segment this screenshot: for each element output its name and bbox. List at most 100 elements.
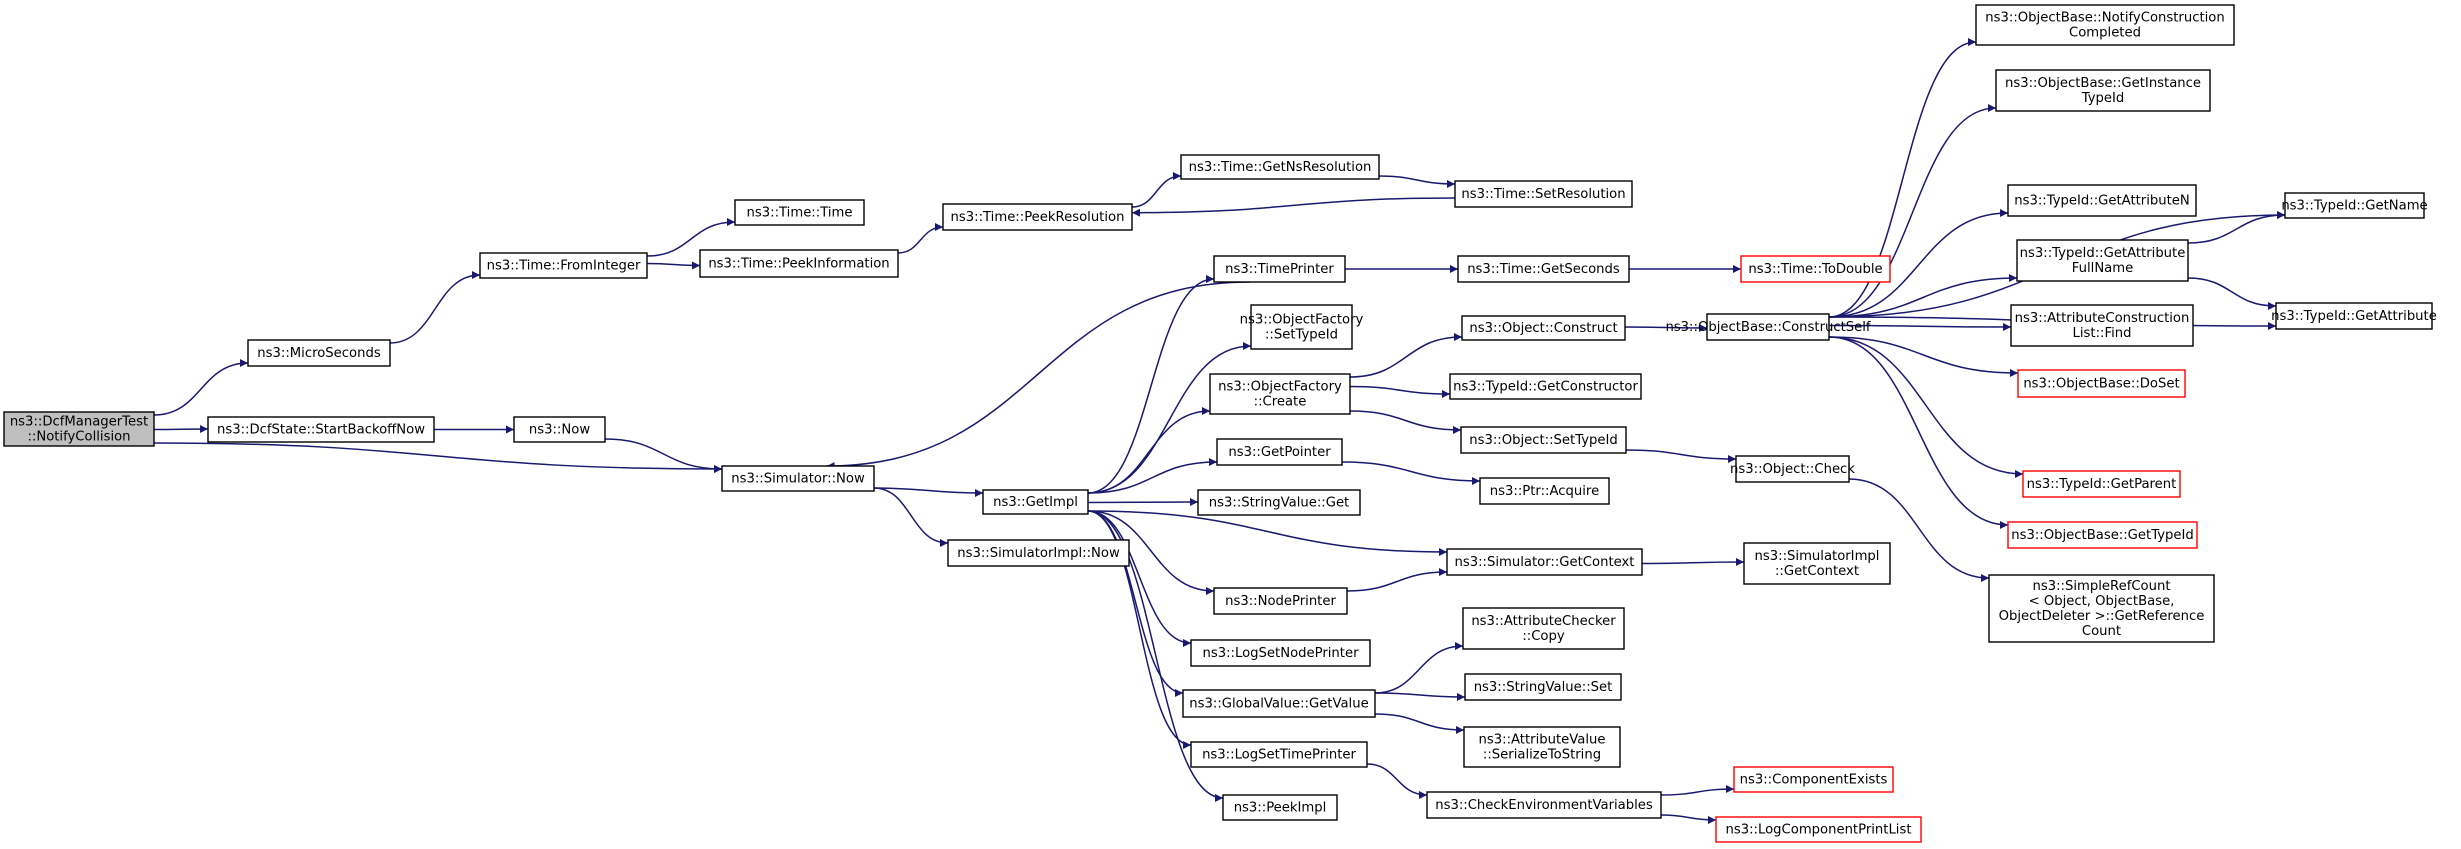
node-attrchecker_copy[interactable]: ns3::AttributeChecker::Copy [1462, 607, 1625, 650]
edge-path [1625, 449, 1737, 463]
node-box [1426, 791, 1662, 819]
node-ns3now[interactable]: ns3::Now [513, 416, 606, 443]
node-peekinfo[interactable]: ns3::Time::PeekInformation [699, 249, 899, 278]
node-obj_check[interactable]: ns3::Object::Check [1730, 455, 1855, 483]
node-label: ns3::MicroSeconds [257, 346, 381, 361]
node-notifyconstruction[interactable]: ns3::ObjectBase::NotifyConstructionCompl… [1975, 4, 2235, 46]
node-stringvalue_set[interactable]: ns3::StringValue::Set [1464, 673, 1622, 701]
edge-getimpl-to-gv_getvalue [1087, 510, 1184, 697]
node-box [721, 465, 875, 492]
node-getimpl[interactable]: ns3::GetImpl [982, 489, 1089, 515]
node-of_create[interactable]: ns3::ObjectFactory::Create [1209, 373, 1351, 415]
node-label: ::Copy [1522, 629, 1565, 644]
node-typeid_getname[interactable]: ns3::TypeId::GetName [2281, 192, 2428, 219]
edge-getimpl-to-logsettimeprinter [1087, 510, 1192, 749]
node-checkenv[interactable]: ns3::CheckEnvironmentVariables [1426, 791, 1662, 819]
node-label: ns3::TypeId::GetName [2281, 198, 2427, 213]
node-box [1988, 574, 2215, 643]
edge-path [1828, 336, 2009, 529]
node-typeid_getconstructor[interactable]: ns3::TypeId::GetConstructor [1449, 373, 1642, 400]
node-getattributen[interactable]: ns3::TypeId::GetAttributeN [2007, 184, 2197, 217]
node-box [1209, 373, 1351, 415]
node-label: ns3::ObjectFactory [1218, 379, 1342, 394]
node-frominteger[interactable]: ns3::Time::FromInteger [479, 252, 648, 279]
edge-getpointer-to-ptr_acquire [1341, 461, 1481, 485]
edge-getimpl-to-nodeprinter [1087, 510, 1215, 595]
node-objectbase_gettypeid[interactable]: ns3::ObjectBase::GetTypeId [2007, 521, 2198, 549]
edge-constructself-to-getinstancetypeid [1828, 104, 1997, 318]
node-logcomponentprintlist[interactable]: ns3::LogComponentPrintList [1715, 816, 1922, 843]
node-sim_now[interactable]: ns3::Simulator::Now [721, 465, 875, 492]
node-simplerefcount[interactable]: ns3::SimpleRefCount< Object, ObjectBase,… [1988, 574, 2215, 643]
node-logsettimeprinter[interactable]: ns3::LogSetTimePrinter [1190, 741, 1368, 768]
edge-path [873, 487, 984, 497]
edge-path [1087, 510, 1448, 556]
edge-path [1087, 510, 1192, 647]
node-ptr_acquire[interactable]: ns3::Ptr::Acquire [1479, 477, 1610, 505]
node-label: ns3::Time::PeekInformation [708, 256, 889, 271]
node-simimpl_now[interactable]: ns3::SimulatorImpl::Now [947, 539, 1130, 567]
edge-sim_now-to-getimpl [873, 487, 984, 497]
node-label: ns3::Now [529, 422, 590, 437]
node-box [2017, 369, 2186, 398]
node-sim_getcontext[interactable]: ns3::Simulator::GetContext [1446, 548, 1643, 576]
node-box [734, 199, 865, 226]
node-label: ::NotifyCollision [27, 429, 130, 444]
node-gv_getvalue[interactable]: ns3::GlobalValue::GetValue [1182, 689, 1376, 718]
node-label: ns3::ObjectBase::GetTypeId [2011, 528, 2194, 543]
node-label: ns3::TypeId::GetAttributeN [2014, 193, 2190, 208]
node-typeid_getattribute[interactable]: ns3::TypeId::GetAttribute [2271, 302, 2437, 330]
node-box [1182, 689, 1376, 718]
edge-getimpl-to-getpointer [1087, 458, 1218, 494]
edge-constructself-to-getparent [1828, 336, 2024, 478]
edge-path [1828, 104, 1997, 318]
edge-getimpl-to-of_settypeid [1087, 342, 1252, 494]
node-getpointer[interactable]: ns3::GetPointer [1216, 438, 1343, 466]
node-box [1740, 255, 1891, 283]
edge-path [1641, 558, 1745, 567]
node-of_settypeid[interactable]: ns3::ObjectFactory::SetTypeId [1240, 304, 1364, 350]
node-box [513, 416, 606, 443]
node-box [2022, 470, 2181, 498]
node-obj_settypeid[interactable]: ns3::Object::SetTypeId [1460, 426, 1627, 454]
edge-getimpl-to-logsetnodeprinter [1087, 510, 1192, 647]
node-todouble[interactable]: ns3::Time::ToDouble [1740, 255, 1891, 283]
node-getparent[interactable]: ns3::TypeId::GetParent [2022, 470, 2181, 498]
node-constructself[interactable]: ns3::ObjectBase::ConstructSelf [1665, 313, 1871, 341]
node-label: ns3::DcfManagerTest [10, 414, 148, 429]
node-doset[interactable]: ns3::ObjectBase::DoSet [2017, 369, 2186, 398]
node-peekres[interactable]: ns3::Time::PeekResolution [942, 203, 1133, 231]
edge-ns3now-to-sim_now [604, 438, 723, 473]
node-root[interactable]: ns3::DcfManagerTest::NotifyCollision [3, 411, 155, 447]
edge-path [1828, 274, 2018, 318]
node-setres[interactable]: ns3::Time::SetResolution [1454, 180, 1633, 208]
node-nodeprinter[interactable]: ns3::NodePrinter [1213, 587, 1348, 615]
node-getseconds[interactable]: ns3::Time::GetSeconds [1457, 255, 1630, 283]
node-startbackoff[interactable]: ns3::DcfState::StartBackoffNow [207, 416, 435, 443]
edge-obj_settypeid-to-obj_check [1625, 449, 1737, 463]
node-simimpl_getcontext[interactable]: ns3::SimulatorImpl::GetContext [1743, 542, 1891, 585]
node-logsetnodeprinter[interactable]: ns3::LogSetNodePrinter [1190, 639, 1371, 667]
edge-path [604, 438, 723, 473]
node-getnsres[interactable]: ns3::Time::GetNsResolution [1180, 154, 1380, 180]
node-peekimpl[interactable]: ns3::PeekImpl [1222, 794, 1338, 821]
node-label: ns3::SimpleRefCount [2032, 579, 2170, 594]
node-stringvalue_get[interactable]: ns3::StringValue::Get [1197, 489, 1361, 516]
node-timeprinter[interactable]: ns3::TimePrinter [1213, 255, 1346, 283]
node-box [1463, 726, 1621, 768]
node-box [1213, 587, 1348, 615]
node-label: TypeId [2081, 91, 2125, 106]
edge-constructself-to-getattributen [1828, 209, 2009, 318]
node-label: ns3::Simulator::GetContext [1455, 555, 1635, 570]
node-componentexists[interactable]: ns3::ComponentExists [1733, 766, 1894, 793]
node-time_time[interactable]: ns3::Time::Time [734, 199, 865, 226]
node-microseconds[interactable]: ns3::MicroSeconds [247, 339, 391, 367]
node-obj_construct[interactable]: ns3::Object::Construct [1461, 315, 1626, 341]
edge-constructself-to-notifyconstruction [1828, 38, 1977, 318]
node-label: ::SetTypeId [1265, 327, 1338, 342]
node-box [247, 339, 391, 367]
node-attrvalue_ser[interactable]: ns3::AttributeValue::SerializeToString [1463, 726, 1621, 768]
